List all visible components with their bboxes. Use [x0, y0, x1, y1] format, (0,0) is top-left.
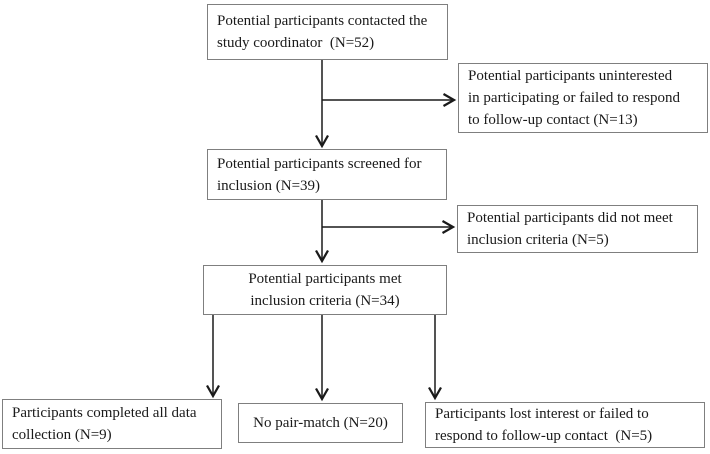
flow-box-no-pair-match: No pair-match (N=20): [238, 403, 403, 443]
flow-box-text: Potential participants screened for: [217, 155, 422, 172]
flow-box-lost-interest: Participants lost interest or failed to …: [425, 402, 705, 448]
flow-box-text: study coordinator (N=52): [217, 35, 375, 51]
flow-box-text: respond to follow-up contact (N=5): [435, 428, 653, 444]
flow-box-text: Potential participants uninterested: [468, 68, 673, 84]
flow-box-text: collection (N=9): [12, 427, 112, 443]
flow-box-completed-data-collection: Participants completed all data collecti…: [2, 399, 222, 449]
flow-box-screened: Potential participants screened for incl…: [207, 149, 447, 200]
flow-box-contacted: Potential participants contacted the stu…: [207, 4, 448, 60]
flow-box-did-not-meet-criteria: Potential participants did not meet incl…: [457, 205, 698, 253]
flow-box-text: Participants completed all data: [12, 405, 197, 421]
flow-box-text: Participants lost interest or failed to: [435, 406, 649, 422]
flow-box-text: inclusion criteria (N=5): [467, 232, 609, 248]
flow-box-text: No pair-match (N=20): [253, 415, 388, 431]
flow-box-text: in participating or failed to respond: [468, 90, 681, 106]
flow-box-text: Potential participants contacted the: [217, 13, 428, 29]
flow-box-met-criteria: Potential participants met inclusion cri…: [203, 265, 447, 315]
flow-box-text: inclusion criteria (N=34): [250, 293, 400, 309]
flow-box-text: inclusion (N=39): [217, 177, 321, 194]
flow-box-text: to follow-up contact (N=13): [468, 112, 638, 128]
flow-box-text: Potential participants met: [248, 271, 402, 287]
flow-box-uninterested: Potential participants uninterested in p…: [458, 63, 708, 133]
flow-box-text: Potential participants did not meet: [467, 210, 673, 226]
